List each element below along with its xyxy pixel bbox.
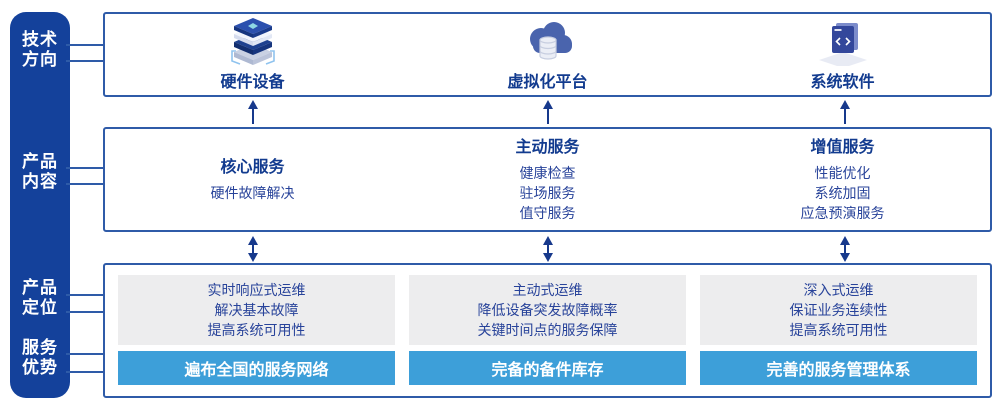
connector-line [66,294,104,296]
double-arrow-icon [543,236,553,262]
positioning-line: 关键时间点的服务保障 [477,322,618,338]
connector-line [66,60,104,62]
positioning-line: 主动式运维 [512,282,583,298]
positioning-panel: 实时响应式运维 解决基本故障 提高系统可用性 [118,275,395,345]
positioning-line: 提高系统可用性 [207,322,306,338]
service-column-proactive: 主动服务 健康检查 驻场服务 值守服务 [400,129,695,230]
service-item: 驻场服务 [519,184,576,201]
sidebar-label-tech-direction: 技术 方向 [22,30,58,69]
bottom-column-3: 深入式运维 保证业务连续性 提高系统可用性 完善的服务管理体系 [700,275,977,385]
double-arrow-icon [248,236,258,262]
tech-direction-box: 硬件设备 虚拟化平台 [103,12,992,97]
connector-line [66,371,104,373]
connector-line [66,44,104,46]
positioning-line: 解决基本故障 [214,302,299,318]
connector-line [66,167,104,169]
service-item: 健康检查 [519,164,576,181]
advantage-banner: 完善的服务管理体系 [700,351,977,385]
product-content-box: 核心服务 硬件故障解决 主动服务 健康检查 驻场服务 值守服务 增值服务 性能优… [103,127,992,232]
connector-line [66,311,104,313]
service-item: 硬件故障解决 [210,184,295,201]
service-item: 系统加固 [814,184,871,201]
tech-item-virtualization: 虚拟化平台 [400,14,695,95]
software-window-icon [818,22,867,66]
tech-label-hardware: 硬件设备 [220,73,285,91]
tech-item-software: 系统软件 [695,14,990,95]
up-arrow-icon [840,100,850,124]
positioning-line: 降低设备突发故障概率 [477,302,618,318]
positioning-line: 实时响应式运维 [207,282,306,298]
cloud-platform-icon [529,21,572,60]
bottom-column-1: 实时响应式运维 解决基本故障 提高系统可用性 遍布全国的服务网络 [118,275,395,385]
service-item: 值守服务 [519,204,576,221]
advantage-banner: 遍布全国的服务网络 [118,351,395,385]
positioning-line: 提高系统可用性 [789,322,888,338]
connector-line [66,353,104,355]
up-arrow-icon [543,100,553,124]
service-header: 增值服务 [810,138,875,156]
sidebar: 技术 方向 产品 内容 产品 定位 服务 优势 [10,12,70,398]
connector-line [66,183,104,185]
service-header: 核心服务 [220,158,285,176]
positioning-line: 深入式运维 [803,282,874,298]
tech-label-virtualization: 虚拟化平台 [507,73,588,91]
sidebar-label-service-advantage: 服务 优势 [22,338,58,377]
double-arrow-icon [840,236,850,262]
positioning-panel: 主动式运维 降低设备突发故障概率 关键时间点的服务保障 [409,275,686,345]
positioning-advantage-box: 实时响应式运维 解决基本故障 提高系统可用性 遍布全国的服务网络 主动式运维 降… [103,263,992,398]
service-column-value-added: 增值服务 性能优化 系统加固 应急预演服务 [695,129,990,230]
tech-item-hardware: 硬件设备 [105,14,400,95]
sidebar-label-product-content: 产品 内容 [22,152,58,191]
service-item: 应急预演服务 [800,204,885,221]
advantage-banner: 完备的备件库存 [409,351,686,385]
positioning-panel: 深入式运维 保证业务连续性 提高系统可用性 [700,275,977,345]
hardware-stack-icon [230,17,275,65]
bottom-column-2: 主动式运维 降低设备突发故障概率 关键时间点的服务保障 完备的备件库存 [409,275,686,385]
service-header: 主动服务 [515,138,580,156]
sidebar-label-product-positioning: 产品 定位 [22,278,58,317]
service-column-core: 核心服务 硬件故障解决 [105,129,400,230]
service-item: 性能优化 [814,164,871,181]
up-arrow-icon [248,100,258,124]
positioning-line: 保证业务连续性 [789,302,888,318]
tech-label-software: 系统软件 [810,73,875,91]
